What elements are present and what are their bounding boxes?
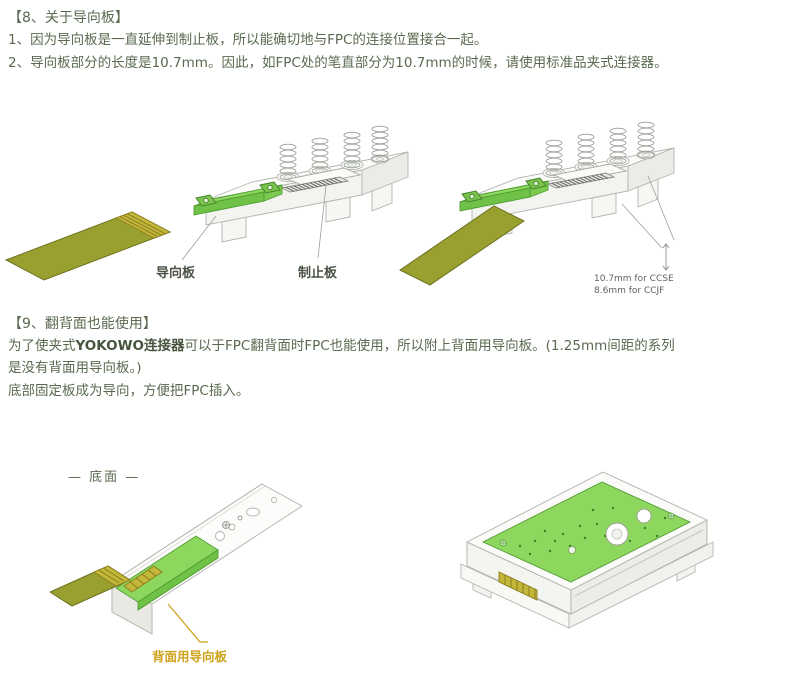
bottom-view-illustration [50, 483, 303, 643]
fpc-gold-contacts [498, 571, 538, 601]
label-leader-lines [181, 185, 327, 261]
dimension-arrow [662, 243, 670, 271]
top-guide-board [481, 481, 692, 583]
back-guide-plate-label: 背面用导向板 [152, 649, 228, 664]
bottom-view-label: — 底面 — [68, 470, 141, 485]
dimension-text-ccjf: 8.6mm for CCJF [594, 286, 665, 296]
figure-flipped-connector [445, 446, 735, 651]
dimension-extension-lines [621, 175, 675, 249]
figure-guide-plate: 导向板 制止板 [4, 84, 414, 300]
section8-title: 【8、关于导向板】 [8, 10, 129, 26]
section9-para1-line2: 是没有背面用导向板。) [8, 360, 142, 376]
board-texture-dots [518, 506, 667, 556]
guide-plate-illustration [4, 125, 409, 281]
stopper-plate-label: 制止板 [298, 266, 338, 281]
figure-fpc-inserted: 10.7mm for CCSE 8.6mm for CCJF [398, 84, 698, 302]
fpc-gold-contacts [123, 565, 163, 593]
para1-suffix: 可以于FPC翻背面时FPC也能使用，所以附上背面用导向板。(1.25mm间距的系… [184, 338, 675, 354]
section8-line2: 2、导向板部分的长度是10.7mm。因此，如FPC处的笔直部分为10.7mm的时… [8, 55, 668, 71]
para1-prefix: 为了使夹式 [8, 338, 76, 354]
back-guide-leader-line [167, 603, 208, 643]
section9-para2: 底部固定板成为导向，方便把FPC插入。 [8, 383, 250, 399]
section9-para1-line1: 为了使夹式YOKOWO连接器可以于FPC翻背面时FPC也能使用，所以附上背面用导… [8, 337, 675, 357]
dimension-text-ccse: 10.7mm for CCSE [594, 274, 674, 284]
flipped-connector-illustration [460, 471, 714, 629]
brand-name-bold: YOKOWO连接器 [75, 338, 185, 354]
fpc-ribbon [4, 211, 172, 281]
section9-title: 【9、翻背面也能使用】 [8, 316, 157, 332]
fpc-ribbon [50, 565, 132, 607]
fpc-inserted-illustration [399, 121, 675, 286]
figure-bottom-view: — 底面 — 背面用导向板 [50, 430, 350, 673]
screws [222, 515, 243, 529]
fpc-ribbon-inserted [399, 205, 525, 286]
guide-plate-label: 导向板 [156, 266, 196, 281]
section8-line1: 1、因为导向板是一直延伸到制止板，所以能确切地与FPC的连接位置接合一起。 [8, 32, 488, 48]
